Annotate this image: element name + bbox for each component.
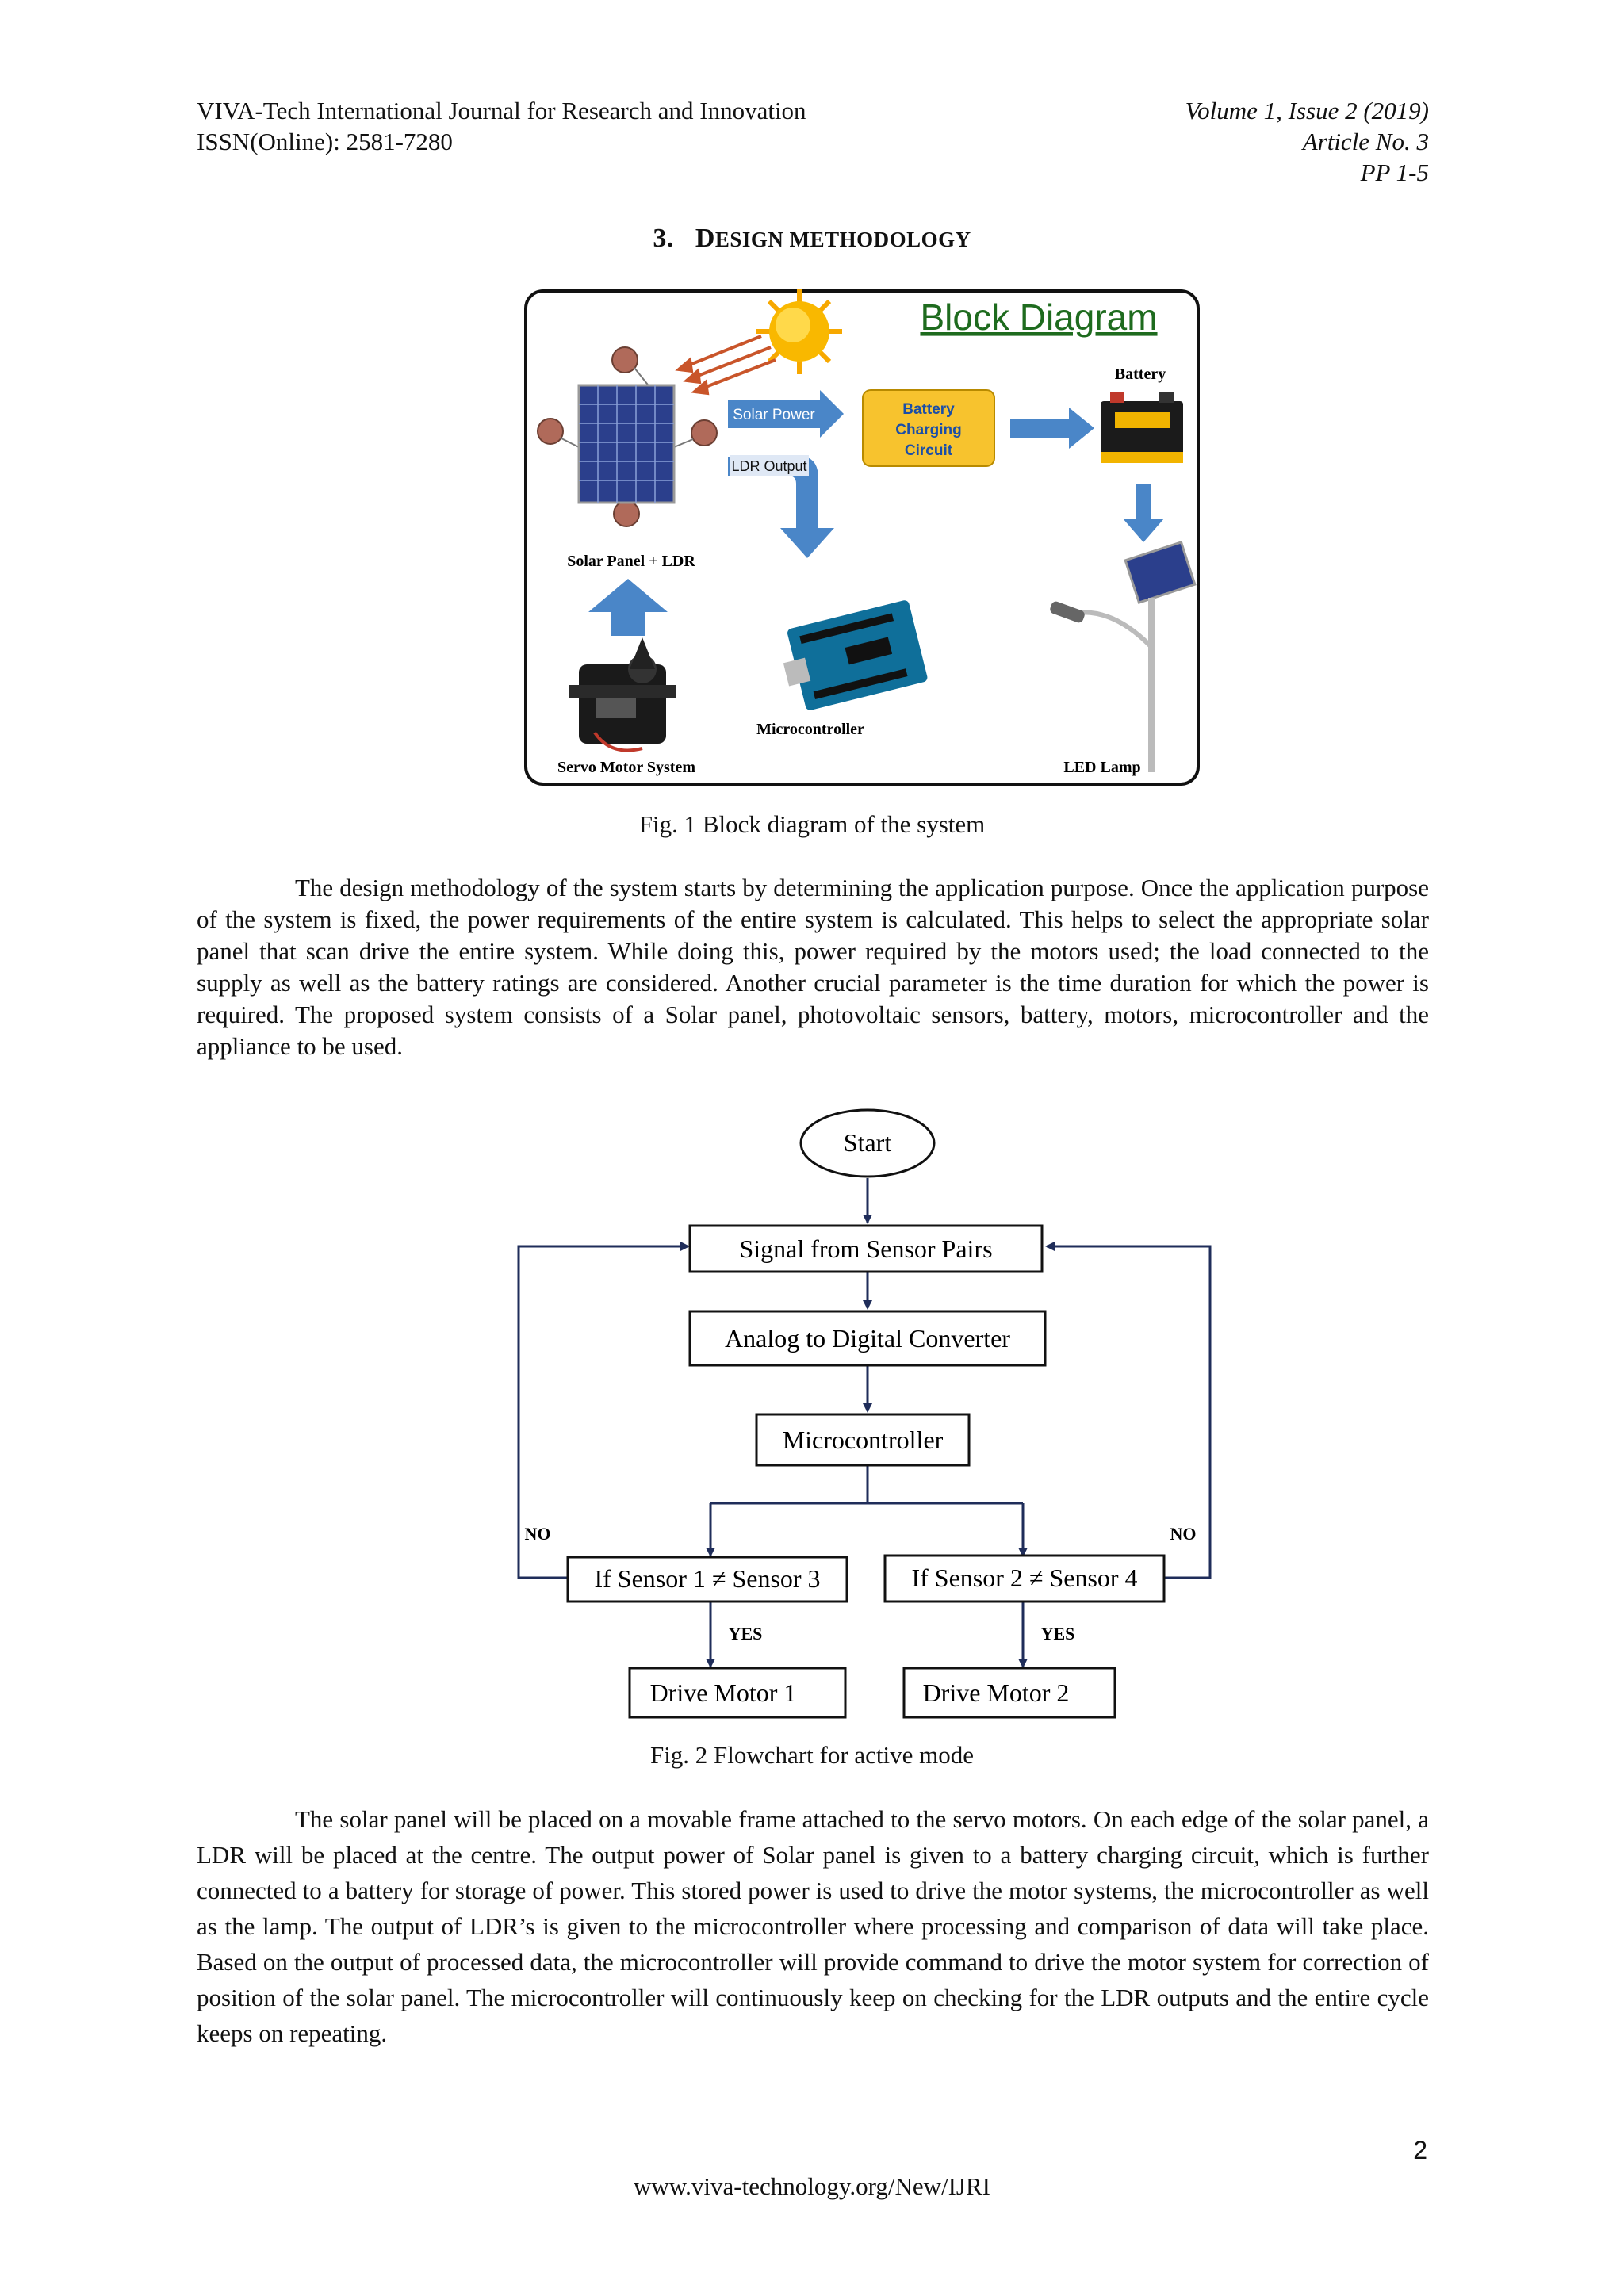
fig1-caption: Fig. 1 Block diagram of the system: [638, 810, 986, 838]
section-number: 3.: [653, 224, 674, 253]
solar-panel-label: Solar Panel + LDR: [567, 553, 695, 570]
microcontroller-board-icon: [783, 600, 928, 710]
article-number: Article No. 3: [1302, 128, 1429, 155]
battery-icon: [1101, 392, 1183, 463]
motor-2-label: Drive Motor 2: [923, 1678, 1070, 1707]
adc-label: Analog to Digital Converter: [725, 1324, 1010, 1353]
section-title: 3. DESIGN METHODOLOGY: [0, 224, 1624, 254]
paragraph-2: The solar panel will be placed on a mova…: [197, 1805, 1429, 2047]
block-diagram: Block Diagram Solar Panel: [524, 289, 1200, 786]
signal-label: Signal from Sensor Pairs: [739, 1234, 992, 1263]
sunlight-rays: [675, 335, 776, 396]
condition-2-label: If Sensor 2 ≠ Sensor 4: [911, 1563, 1137, 1592]
motor-2-box: [902, 1667, 1116, 1719]
ldr-output-arrow: LDR Output: [728, 455, 834, 558]
up-arrow: [588, 579, 668, 636]
no-left-label: NO: [525, 1524, 551, 1544]
signal-box: [688, 1224, 1044, 1273]
servo-motor-icon: [569, 637, 676, 752]
ldr-output-label: LDR Output: [731, 458, 806, 474]
sun-icon: [756, 289, 842, 374]
solar-power-arrow: Solar Power: [728, 390, 844, 438]
charging-circuit-box: Battery Charging Circuit: [862, 389, 995, 467]
journal-name: VIVA-Tech International Journal for Rese…: [197, 97, 806, 124]
paragraph-1: The design methodology of the system sta…: [197, 874, 1429, 1060]
fig2-caption: Fig. 2 Flowchart for active mode: [649, 1741, 975, 1769]
start-label: Start: [844, 1128, 892, 1157]
arrow-to-battery: [1010, 408, 1094, 449]
yes-right-label: YES: [1041, 1624, 1075, 1644]
header-right: Volume 1, Issue 2 (2019) Article No. 3 P…: [1185, 95, 1429, 188]
adc-box: [688, 1310, 1047, 1367]
block-diagram-title: Block Diagram: [920, 297, 1157, 338]
servo-label: Servo Motor System: [557, 759, 695, 776]
header-left: VIVA-Tech International Journal for Rese…: [197, 95, 806, 157]
motor-1-label: Drive Motor 1: [650, 1678, 797, 1707]
condition-1-box: [566, 1556, 848, 1603]
ldr-sensor-icon: [537, 346, 718, 527]
yes-left-label: YES: [729, 1624, 763, 1644]
condition-2-box: [883, 1554, 1166, 1603]
solar-panel-icon: [577, 384, 676, 504]
charging-line-3: Circuit: [905, 442, 953, 459]
micro-box: [755, 1413, 971, 1467]
issn: ISSN(Online): 2581-7280: [197, 128, 453, 155]
charging-line-2: Charging: [895, 422, 961, 438]
page-range: PP 1-5: [1360, 159, 1429, 186]
charging-line-1: Battery: [902, 401, 955, 418]
arrow-to-lamp: [1123, 484, 1164, 542]
start-node: [799, 1108, 936, 1178]
solar-power-label: Solar Power: [733, 407, 815, 423]
page-number: 2: [1413, 2136, 1427, 2164]
footer-url: www.viva-technology.org/New/IJRI: [634, 2172, 990, 2200]
section-rest: ESIGN METHODOLOGY: [714, 228, 971, 251]
section-first-letter: D: [695, 224, 715, 253]
led-lamp-icon: [1050, 541, 1197, 772]
volume: Volume 1, Issue 2 (2019): [1185, 97, 1429, 124]
no-right-label: NO: [1170, 1524, 1197, 1544]
microcontroller-label: Microcontroller: [756, 721, 864, 738]
flowchart: Start Signal from Sensor Pairs Analog to…: [517, 1108, 1212, 1719]
battery-label: Battery: [1115, 365, 1166, 383]
motor-1-box: [628, 1667, 847, 1719]
micro-label: Microcontroller: [783, 1425, 944, 1454]
condition-1-label: If Sensor 1 ≠ Sensor 3: [594, 1564, 820, 1593]
led-lamp-label: LED Lamp: [1063, 759, 1140, 776]
